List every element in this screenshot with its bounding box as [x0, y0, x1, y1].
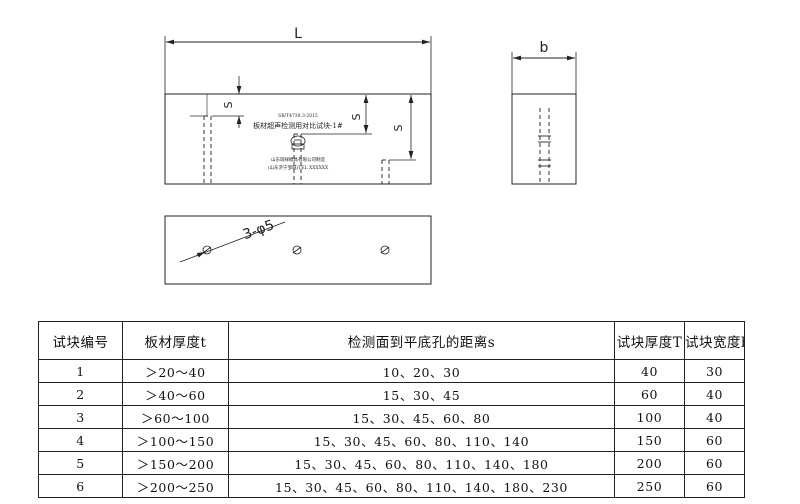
- cell-hole-distance: 10、20、30: [228, 359, 615, 383]
- cell-block-width: 60: [684, 451, 745, 475]
- table-row: 5 ＞150～200 15、30、45、60、80、110、140、180 20…: [38, 451, 745, 475]
- cell-block-number: 3: [38, 405, 123, 429]
- plate-contact: (山东济宁邹城)TEL XXXXXX: [268, 164, 329, 171]
- side-view: [511, 52, 577, 185]
- cell-block-width: 40: [684, 382, 745, 406]
- table-row: 6 ＞200～250 15、30、45、60、80、110、140、180、23…: [38, 474, 745, 498]
- side-view-outline: [511, 93, 577, 185]
- plate-company: 山东瑞祥模具有限公司制造: [271, 156, 325, 163]
- cell-block-number: 2: [38, 382, 123, 406]
- front-view-outline: [164, 93, 432, 185]
- cell-hole-distance: 15、30、45、60、80、110、140、180: [228, 451, 615, 475]
- cell-plate-thickness: ＞100～150: [122, 428, 229, 452]
- header-block-thickness: 试块厚度T: [614, 321, 685, 360]
- middle-flat-bottom-hole: [293, 133, 302, 184]
- cell-block-number: 4: [38, 428, 123, 452]
- cell-block-thickness: 250: [614, 474, 685, 498]
- depth-label-left: S: [222, 101, 235, 108]
- cell-block-thickness: 60: [614, 382, 685, 406]
- length-label: L: [294, 26, 302, 42]
- cell-block-number: 6: [38, 474, 123, 498]
- width-label: b: [540, 40, 549, 56]
- cell-block-width: 60: [684, 474, 745, 498]
- cell-block-thickness: 40: [614, 359, 685, 383]
- test-block-drawing: L S S S SB/T4730.3-2015 板材超声检测用对比试块-1# 山…: [164, 26, 577, 285]
- hole-circle-icon: [202, 245, 390, 255]
- table-row: 3 ＞60～100 15、30、45、60、80 100 40: [38, 405, 745, 429]
- table-row: 4 ＞100～150 15、30、45、60、80、110、140 150 60: [38, 428, 745, 452]
- table-header-row: 试块编号 板材厚度t 检测面到平底孔的距离s 试块厚度T 试块宽度b: [38, 321, 745, 360]
- right-flat-bottom-hole: [381, 159, 390, 184]
- depth-label-right: S: [392, 124, 405, 131]
- top-view-outline: [164, 215, 432, 285]
- table-row: 2 ＞40～60 15、30、45 60 40: [38, 382, 745, 406]
- cell-block-thickness: 150: [614, 428, 685, 452]
- header-block-number: 试块编号: [38, 321, 123, 360]
- left-flat-bottom-hole: [203, 115, 212, 184]
- cell-block-thickness: 200: [614, 451, 685, 475]
- cell-block-thickness: 100: [614, 405, 685, 429]
- depth-label-mid: S: [350, 113, 363, 120]
- cell-block-number: 5: [38, 451, 123, 475]
- cell-plate-thickness: ＞150～200: [122, 451, 229, 475]
- company-emblem-icon: [290, 135, 306, 150]
- cell-block-width: 40: [684, 405, 745, 429]
- test-block-spec-table: 试块编号 板材厚度t 检测面到平底孔的距离s 试块厚度T 试块宽度b 1 ＞20…: [38, 321, 745, 498]
- cell-block-width: 60: [684, 428, 745, 452]
- cell-plate-thickness: ＞60～100: [122, 405, 229, 429]
- header-block-width: 试块宽度b: [684, 321, 745, 360]
- hole-label: 3-φ5: [241, 217, 277, 243]
- header-hole-distance: 检测面到平底孔的距离s: [228, 321, 615, 360]
- cell-plate-thickness: ＞40～60: [122, 382, 229, 406]
- table-row: 1 ＞20～40 10、20、30 40 30: [38, 359, 745, 383]
- cell-hole-distance: 15、30、45、60、80: [228, 405, 615, 429]
- plate-code: SB/T4730.3-2015: [278, 113, 318, 119]
- cell-block-width: 30: [684, 359, 745, 383]
- plate-name: 板材超声检测用对比试块-1#: [253, 121, 343, 130]
- cell-block-number: 1: [38, 359, 123, 383]
- front-view: [164, 36, 432, 185]
- header-plate-thickness: 板材厚度t: [122, 321, 229, 360]
- top-view: [164, 215, 432, 285]
- cell-plate-thickness: ＞20～40: [122, 359, 229, 383]
- cell-plate-thickness: ＞200～250: [122, 474, 229, 498]
- cell-hole-distance: 15、30、45、60、80、110、140、180、230: [228, 474, 615, 498]
- cell-hole-distance: 15、30、45、60、80、110、140: [228, 428, 615, 452]
- cell-hole-distance: 15、30、45: [228, 382, 615, 406]
